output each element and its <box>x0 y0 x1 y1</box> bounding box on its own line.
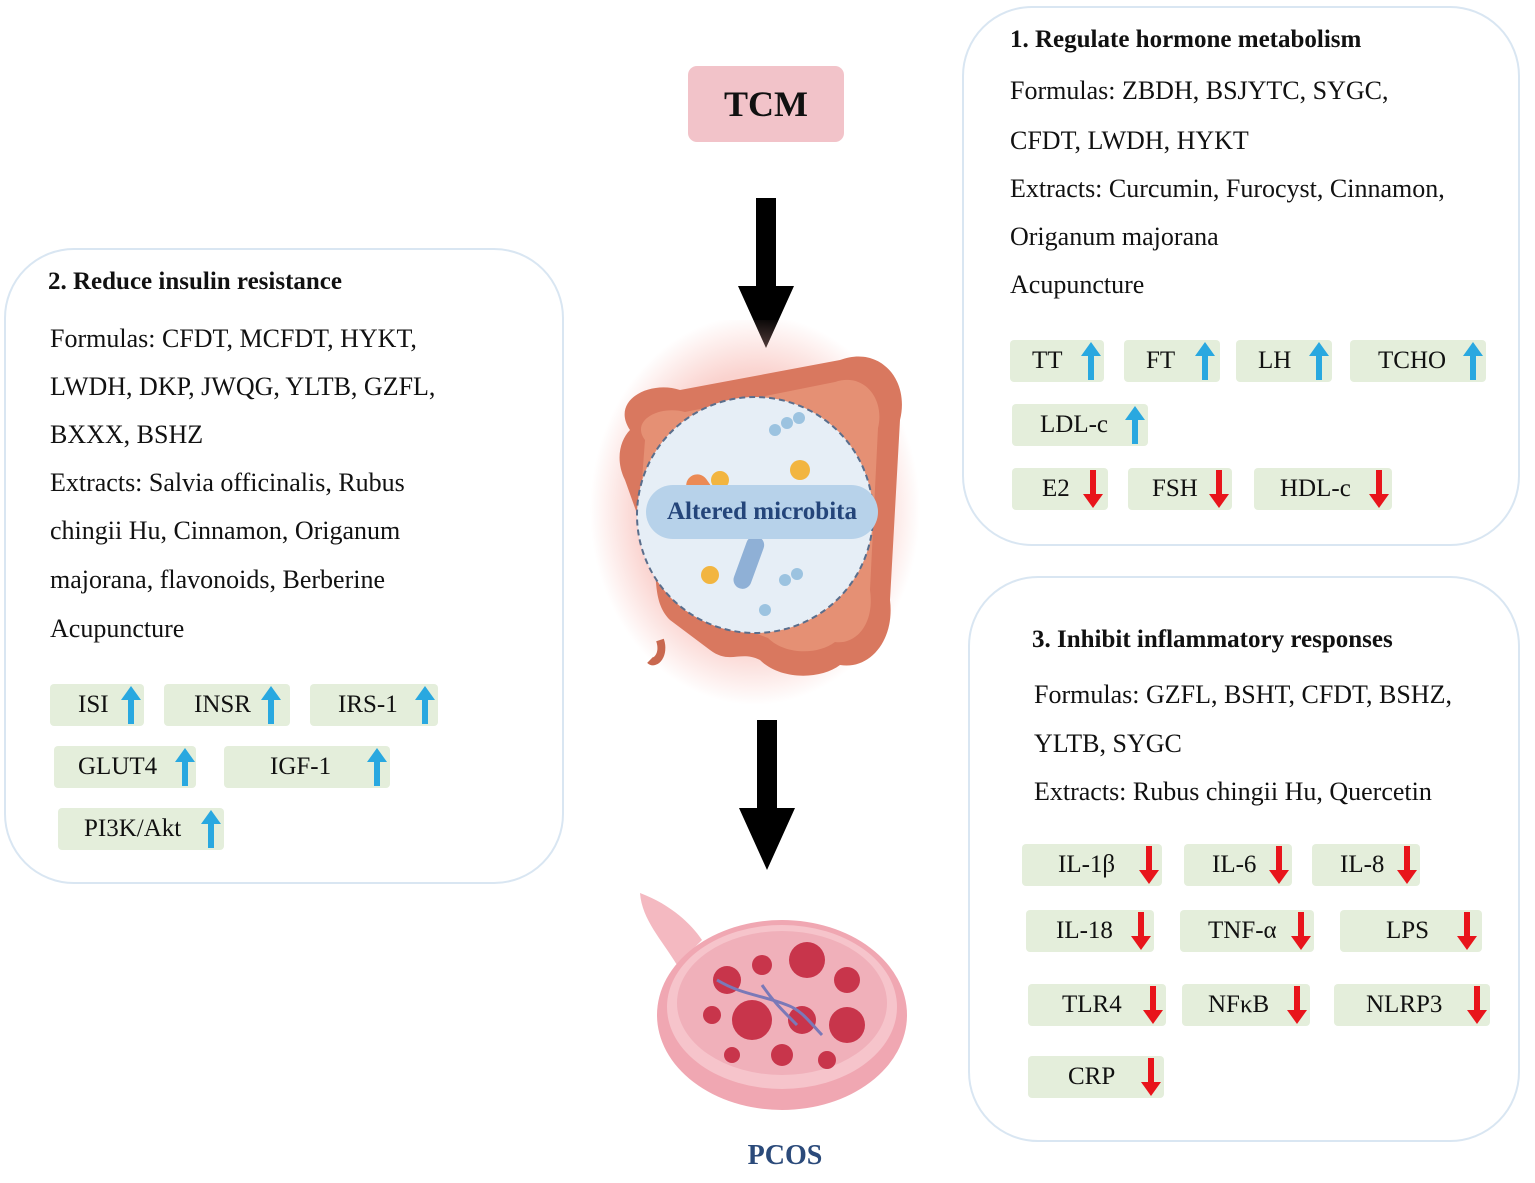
marker-tag: FT <box>1124 340 1220 382</box>
up-arrow-icon <box>1081 342 1101 380</box>
marker-tag: INSR <box>164 684 290 726</box>
marker-label: FT <box>1146 347 1176 374</box>
marker-tag: FSH <box>1128 468 1232 510</box>
marker-label: IGF-1 <box>270 753 332 780</box>
panel-line: Acupuncture <box>1010 270 1145 299</box>
marker-tag: TLR4 <box>1028 984 1166 1026</box>
marker-tag: E2 <box>1012 468 1108 510</box>
down-arrow-icon <box>1141 1058 1161 1096</box>
down-arrow-icon <box>1287 986 1307 1024</box>
marker-tag: IGF-1 <box>224 746 390 788</box>
down-arrow-icon <box>1291 912 1311 950</box>
marker-tag: PI3K/Akt <box>58 808 224 850</box>
down-arrow-icon <box>1269 846 1289 884</box>
marker-label: TCHO <box>1378 347 1447 374</box>
marker-tag: IL-1β <box>1022 844 1162 886</box>
marker-tag: ISI <box>50 684 144 726</box>
panel-line: CFDT, LWDH, HYKT <box>1010 126 1249 155</box>
marker-label: NFκB <box>1208 991 1270 1018</box>
panel-line: BXXX, BSHZ <box>50 420 204 449</box>
arrow-down-icon <box>739 720 795 870</box>
up-arrow-icon <box>367 748 387 786</box>
marker-tag: IL-6 <box>1184 844 1292 886</box>
panel-line: Formulas: CFDT, MCFDT, HYKT, <box>50 324 417 353</box>
arrow-down-icon <box>738 198 794 348</box>
panel-line: Formulas: GZFL, BSHT, CFDT, BSHZ, <box>1034 680 1452 709</box>
marker-tag: GLUT4 <box>54 746 196 788</box>
down-arrow-icon <box>1467 986 1487 1024</box>
up-arrow-icon <box>261 686 281 724</box>
panel-line: Acupuncture <box>50 614 185 643</box>
down-arrow-icon <box>1209 470 1229 508</box>
marker-tag: HDL-c <box>1254 468 1392 510</box>
marker-tag: CRP <box>1028 1056 1164 1098</box>
panel-line: YLTB, SYGC <box>1034 729 1182 758</box>
panel-line: Extracts: Salvia officinalis, Rubus <box>50 468 405 497</box>
marker-label: IL-8 <box>1340 851 1385 878</box>
panel-line: chingii Hu, Cinnamon, Origanum <box>50 516 401 545</box>
marker-label: GLUT4 <box>78 753 158 780</box>
microbiota-label: Altered microbita <box>646 485 878 539</box>
up-arrow-icon <box>1125 406 1145 444</box>
panel-line: Extracts: Curcumin, Furocyst, Cinnamon, <box>1010 174 1445 203</box>
down-arrow-icon <box>1083 470 1103 508</box>
marker-tag: LDL-c <box>1012 404 1148 446</box>
up-arrow-icon <box>1309 342 1329 380</box>
marker-label: CRP <box>1068 1063 1116 1090</box>
down-arrow-icon <box>1397 846 1417 884</box>
up-arrow-icon <box>201 810 221 848</box>
up-arrow-icon <box>1463 342 1483 380</box>
marker-label: LDL-c <box>1040 411 1109 438</box>
panel-line: Origanum majorana <box>1010 222 1219 251</box>
panel-line: LWDH, DKP, JWQG, YLTB, GZFL, <box>50 372 436 401</box>
down-arrow-icon <box>1369 470 1389 508</box>
marker-label: ISI <box>78 691 109 718</box>
marker-label: LPS <box>1386 917 1430 944</box>
marker-tag: LH <box>1236 340 1332 382</box>
tcm-box: TCM <box>688 66 844 142</box>
marker-label: LH <box>1258 347 1292 374</box>
panel-line: majorana, flavonoids, Berberine <box>50 565 385 594</box>
up-arrow-icon <box>415 686 435 724</box>
up-arrow-icon <box>121 686 141 724</box>
marker-label: TNF-α <box>1208 917 1277 944</box>
ovary-illustration <box>640 893 907 1110</box>
marker-label: TLR4 <box>1062 991 1122 1018</box>
down-arrow-icon <box>1139 846 1159 884</box>
marker-tag: NFκB <box>1182 984 1310 1026</box>
marker-label: E2 <box>1042 475 1070 502</box>
down-arrow-icon <box>1457 912 1477 950</box>
marker-label: HDL-c <box>1280 475 1351 502</box>
panel-title: 2. Reduce insulin resistance <box>48 268 342 295</box>
marker-tag: LPS <box>1340 910 1482 952</box>
panel-title: 1. Regulate hormone metabolism <box>1010 26 1362 53</box>
marker-label: TT <box>1032 347 1063 374</box>
marker-label: IL-1β <box>1058 851 1116 878</box>
pcos-label: PCOS <box>747 1140 823 1171</box>
marker-label: PI3K/Akt <box>84 815 182 842</box>
marker-label: IL-18 <box>1056 917 1113 944</box>
marker-label: IL-6 <box>1212 851 1257 878</box>
marker-label: INSR <box>194 691 251 718</box>
panel-title: 3. Inhibit inflammatory responses <box>1032 626 1393 653</box>
marker-label: NLRP3 <box>1366 991 1443 1018</box>
panel-hormone-metabolism <box>962 6 1520 546</box>
marker-tag: IL-8 <box>1312 844 1420 886</box>
down-arrow-icon <box>1143 986 1163 1024</box>
marker-tag: TCHO <box>1350 340 1486 382</box>
panel-line: Extracts: Rubus chingii Hu, Quercetin <box>1034 777 1432 806</box>
marker-tag: TNF-α <box>1180 910 1314 952</box>
marker-tag: IL-18 <box>1026 910 1154 952</box>
marker-tag: TT <box>1010 340 1104 382</box>
panel-line: Formulas: ZBDH, BSJYTC, SYGC, <box>1010 76 1389 105</box>
marker-tag: NLRP3 <box>1334 984 1490 1026</box>
marker-label: FSH <box>1152 475 1198 502</box>
up-arrow-icon <box>175 748 195 786</box>
down-arrow-icon <box>1131 912 1151 950</box>
up-arrow-icon <box>1195 342 1215 380</box>
marker-tag: IRS-1 <box>310 684 438 726</box>
marker-label: IRS-1 <box>338 691 398 718</box>
